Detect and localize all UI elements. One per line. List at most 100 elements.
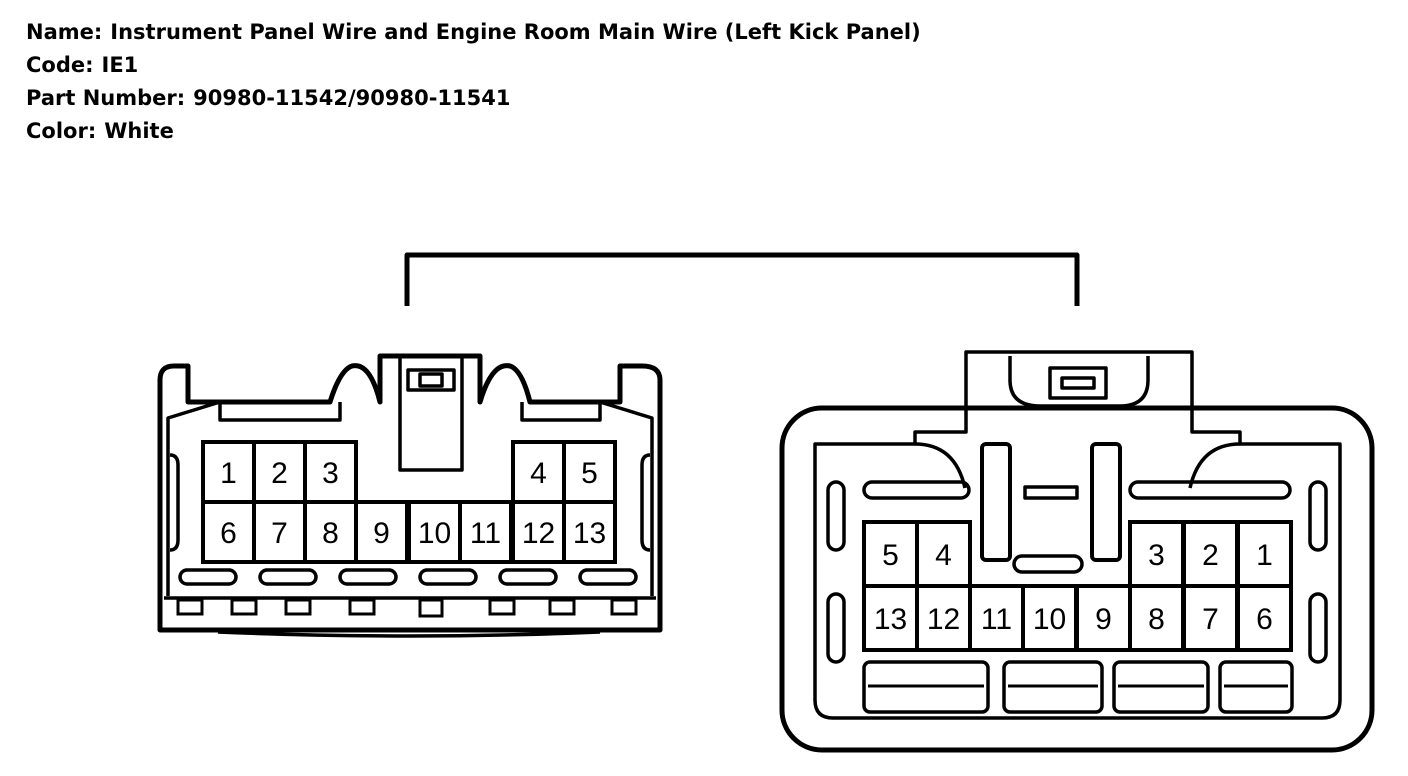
color-label: Color: [26,119,97,143]
right-side-slot-b [826,592,846,664]
left-pin: 7 [252,500,307,564]
right-pin: 5 [862,520,919,588]
left-bottom-slot [338,568,398,586]
left-pin-label: 9 [373,517,390,550]
right-pin-label: 10 [1033,603,1066,636]
right-guide-left [914,442,967,489]
right-pin-cell [1021,584,1078,652]
right-pin: 13 [862,584,919,652]
left-top-slot-b [520,402,602,422]
left-pin-cell [354,500,409,564]
right-pin-cell [968,584,1025,652]
left-pin: 11 [458,500,513,564]
right-bottom-cavity [862,660,990,714]
right-pin: 12 [915,584,972,652]
left-pin-label: 10 [418,517,451,550]
left-pin: 6 [201,500,256,564]
right-pin: 1 [1236,520,1293,588]
right-pin: 4 [915,520,972,588]
left-pin-cell [303,440,358,504]
right-lock-post-right [1090,442,1122,562]
right-pin-label: 13 [874,603,907,636]
right-pin-label: 6 [1256,603,1273,636]
left-pin-label: 3 [322,457,339,490]
right-housing-outline [779,405,1375,753]
right-pin-label: 4 [935,539,952,572]
right-pin-label: 9 [1095,603,1112,636]
left-pin: 9 [354,500,409,564]
left-inner-edge [166,400,221,596]
left-bottom-tooth [284,598,312,616]
left-pin-label: 8 [322,517,339,550]
left-pin-label: 12 [522,517,555,550]
left-pin: 5 [562,440,617,504]
left-pin-cell [562,440,617,504]
left-pin: 4 [511,440,566,504]
left-inner-edge-right [599,400,654,596]
right-latch-arch [1008,356,1150,408]
connector-info: Name: Instrument Panel Wire and Engine Ro… [26,16,921,148]
right-pin-label: 3 [1148,539,1165,572]
right-pin: 6 [1236,584,1293,652]
left-pin-cell [252,500,307,564]
right-bottom-cavity [1002,660,1104,714]
left-pin: 12 [511,500,566,564]
code-row: Code:IE1 [26,49,921,82]
left-bottom-tooth-center [418,598,444,618]
right-pin-label: 11 [981,603,1012,636]
name-label: Name: [26,20,103,44]
left-bottom-slot [258,568,318,586]
left-pin-label: 6 [220,517,237,550]
name-value: Instrument Panel Wire and Engine Room Ma… [110,20,921,44]
right-pin-label: 8 [1148,603,1165,636]
left-pin-cell [562,500,617,564]
left-pin-label: 2 [271,457,288,490]
right-pin: 7 [1182,584,1239,652]
left-housing-outline [157,353,663,633]
left-pin: 8 [303,500,358,564]
left-pin-cell [201,500,256,564]
left-pin-label: 11 [470,517,501,550]
right-pin-label: 1 [1256,539,1273,572]
left-bottom-slot [578,568,638,586]
right-side-slot-a [826,480,846,552]
right-bottom-cavities [862,660,1294,714]
left-pin-cell [458,500,513,564]
left-pin: 2 [252,440,307,504]
left-bottom-slot [418,568,478,586]
left-bottom-tooth [348,598,376,616]
left-bottom-tooth [548,598,576,616]
left-pin: 10 [407,500,462,564]
right-bottom-cavity [1112,660,1210,714]
left-top-slot-a [218,402,342,422]
left-bottom-tooth [230,598,258,616]
left-pin-cell [407,500,462,564]
left-lock-window [406,368,456,392]
right-side-slot-c [1308,480,1328,552]
right-pin-label: 5 [882,539,899,572]
left-pin-label: 1 [220,457,237,490]
left-pin: 13 [562,500,617,564]
right-rail-left [862,480,971,500]
right-side-slot-d [1308,592,1328,664]
part-number-value: 90980-11542/90980-11541 [193,86,511,110]
left-pin-label: 13 [573,517,606,550]
left-bottom-slot [498,568,558,586]
left-pin-cell [511,500,566,564]
right-pin-label: 2 [1202,539,1219,572]
left-side-rib [169,453,180,552]
right-pin: 10 [1021,584,1078,652]
right-latch-window [1048,366,1108,400]
code-label: Code: [26,53,94,77]
right-pin: 11 [968,584,1025,652]
right-pin-cell [1128,584,1185,652]
right-pin: 3 [1128,520,1185,588]
left-pin-label: 4 [530,457,547,490]
right-inner-outline [813,350,1342,720]
right-lock-post-left [980,442,1012,562]
left-side-rib-right [640,453,651,552]
color-row: Color:White [26,115,921,148]
